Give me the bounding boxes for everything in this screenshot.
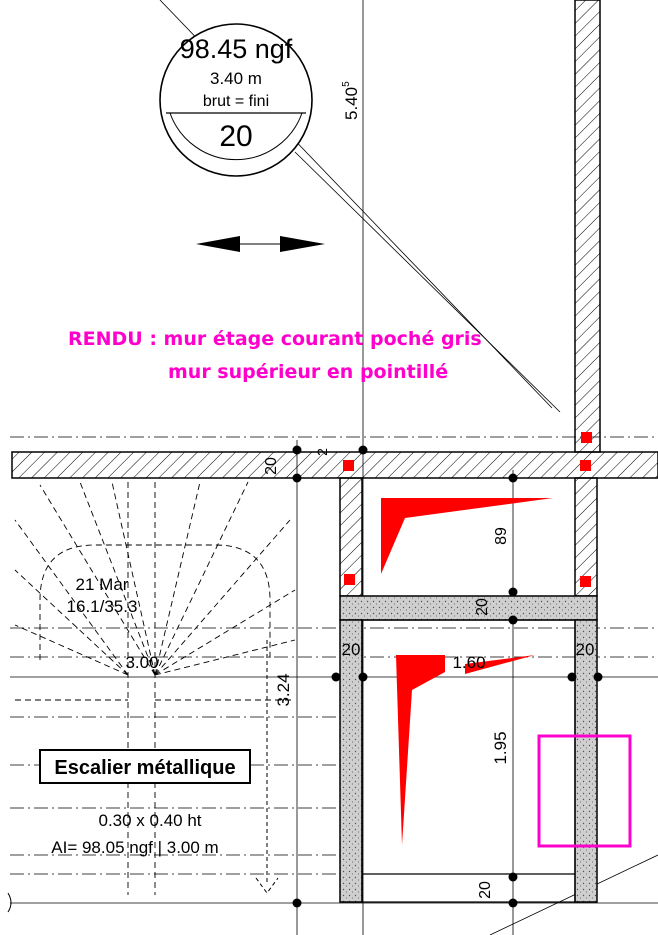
dim-vertical-top: 5.405 — [341, 81, 361, 120]
dim-lintel: 20 — [474, 598, 491, 616]
stair-arrow-icon — [255, 640, 279, 894]
level-finish: brut = fini — [203, 93, 269, 110]
level-number: 20 — [219, 120, 252, 153]
stair-altitude: AI= 98.05 ngf | 3.00 m — [51, 838, 218, 857]
double-arrow-icon — [196, 236, 325, 252]
dim-wall-small: 2 — [314, 448, 330, 456]
current-floor-walls — [339, 595, 598, 903]
level-marker: 98.45 ngf 3.40 m brut = fini 20 — [159, 23, 313, 177]
annotation-line-1: RENDU : mur étage courant poché gris — [68, 328, 482, 350]
stair-label: Escalier métallique — [54, 757, 235, 779]
stair-drawing — [14, 481, 296, 895]
dim-bottom: 20 — [477, 881, 494, 899]
dim-stair-height: 3.24 — [274, 673, 293, 706]
dashdot-axes — [10, 436, 658, 875]
door-swing-marks — [381, 498, 553, 845]
upper-wall-right — [574, 0, 601, 453]
upper-wall-horizontal — [11, 451, 658, 479]
stair-ratio: 16.1/35.3 — [67, 597, 138, 616]
dim-wall-thickness-left: 20 — [263, 457, 280, 475]
dim-shaft-upper: 89 — [493, 527, 510, 545]
highlight-box — [537, 734, 632, 848]
dim-door-width: 1.60 — [452, 653, 485, 672]
stair-steps: 21 Mar — [76, 575, 129, 594]
level-height: 3.40 m — [210, 69, 262, 88]
red-markers — [343, 432, 592, 587]
stair-label-box — [39, 749, 251, 784]
dim-left-jamb: 20 — [342, 640, 361, 659]
level-elevation: 98.45 ngf — [180, 34, 293, 64]
opening-outline — [361, 619, 576, 903]
axis-dots — [292, 445, 603, 908]
dim-stair-run: 3.00 — [125, 653, 158, 672]
dim-right-jamb: 20 — [576, 640, 595, 659]
annotation-line-2: mur supérieur en pointillé — [168, 361, 448, 383]
stair-section: 0.30 x 0.40 ht — [98, 811, 201, 830]
dim-door-height: 1.95 — [491, 731, 510, 764]
